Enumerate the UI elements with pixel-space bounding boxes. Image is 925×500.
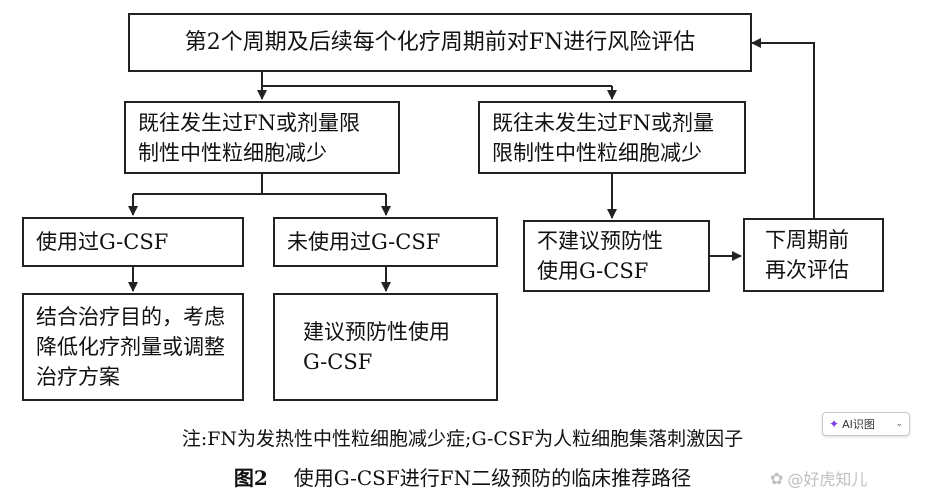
figure-note: 注:FN为发热性中性粒细胞减少症;G-CSF为人粒细胞集落刺激因子 bbox=[181, 428, 744, 450]
connector-top-split bbox=[261, 72, 612, 87]
node-not-occurred-fn: 既往未发生过FN或剂量 限制性中性粒细胞减少 bbox=[478, 101, 746, 174]
node-used-gcsf: 使用过G-CSF bbox=[22, 217, 244, 267]
node-occurred-fn: 既往发生过FN或剂量限 制性中性粒细胞减少 bbox=[124, 101, 400, 174]
connector-next-cycle-loop bbox=[762, 42, 815, 218]
watermark-text: @好虎知儿 bbox=[787, 470, 868, 489]
figure-number: 图2 bbox=[233, 466, 268, 490]
figure-caption: 图2 使用G-CSF进行FN二级预防的临床推荐路径 bbox=[0, 462, 925, 491]
node-recommend-prophylactic: 建议预防性使用 G-CSF bbox=[273, 293, 498, 401]
paw-icon: ✿ bbox=[770, 468, 784, 488]
node-next-cycle-reassess: 下周期前 再次评估 bbox=[743, 218, 884, 292]
ai-recognize-button[interactable]: ✦ AI识图 ⌄ bbox=[822, 412, 910, 436]
node-top-risk-assessment: 第2个周期及后续每个化疗周期前对FN进行风险评估 bbox=[128, 13, 752, 72]
sparkle-icon: ✦ bbox=[829, 417, 840, 431]
figure-title: 使用G-CSF进行FN二级预防的临床推荐路径 bbox=[293, 466, 692, 490]
node-not-used-gcsf: 未使用过G-CSF bbox=[273, 217, 498, 267]
chevron-down-icon: ⌄ bbox=[895, 419, 903, 429]
node-combine-treatment: 结合治疗目的，考虑 降低化疗剂量或调整 治疗方案 bbox=[22, 293, 244, 401]
node-not-recommend-prophylactic: 不建议预防性 使用G-CSF bbox=[523, 220, 710, 292]
connector-occurred-split bbox=[133, 174, 386, 195]
ai-recognize-label: AI识图 bbox=[842, 418, 875, 431]
watermark: ✿ @好虎知儿 bbox=[770, 466, 867, 490]
